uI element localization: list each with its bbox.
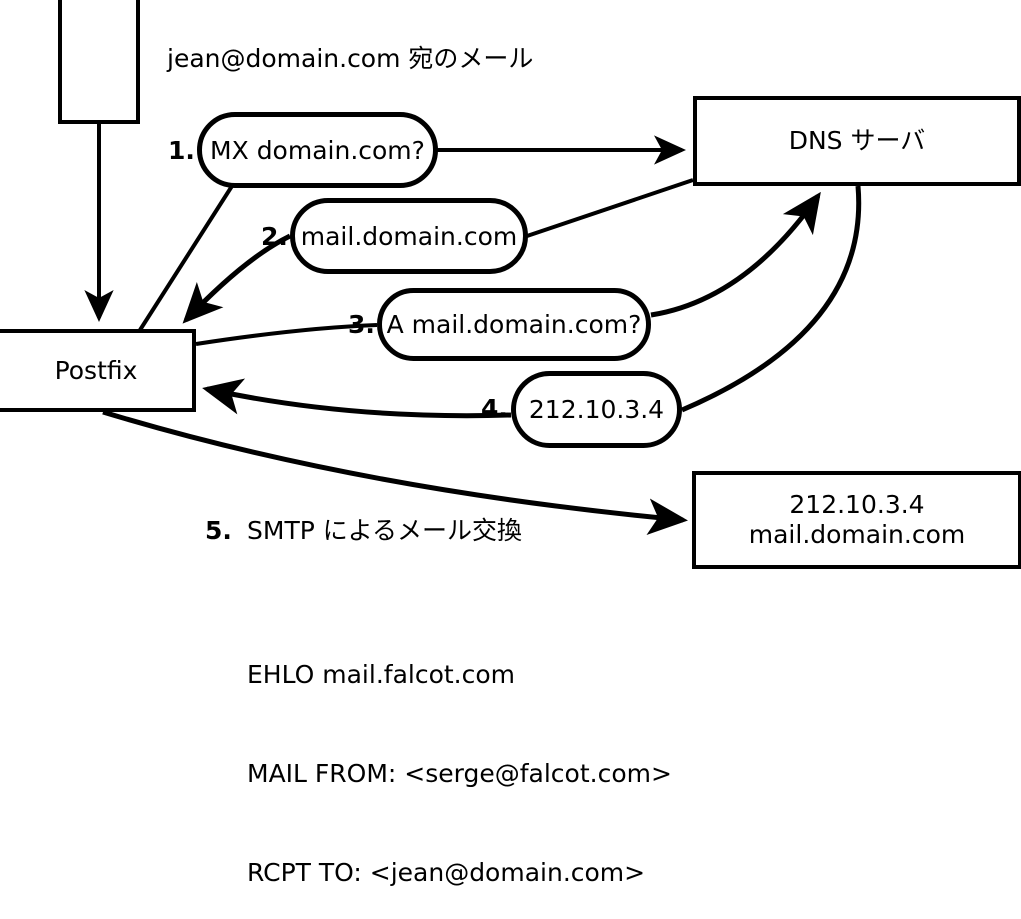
transcript-line-mail-from: MAIL FROM: <serge@falcot.com> <box>247 759 672 788</box>
bubble-step-1[interactable]: MX domain.com? <box>197 112 438 188</box>
mail-destination-caption: jean@domain.com 宛のメール <box>167 44 534 73</box>
bubble-step-4[interactable]: 212.10.3.4 <box>511 371 682 448</box>
connector-step4-to-postfix <box>202 378 512 419</box>
node-target-ip-label: 212.10.3.4 <box>789 490 925 519</box>
connector-dns-to-step2 <box>526 178 694 238</box>
node-dns-server[interactable]: DNS サーバ <box>693 96 1021 186</box>
bubble-step-3-label: A mail.domain.com? <box>386 310 642 339</box>
smtp-transcript: EHLO mail.falcot.com MAIL FROM: <serge@f… <box>247 592 672 919</box>
connector-postfix-to-step3 <box>195 323 378 346</box>
step-number-3: 3. <box>348 310 375 339</box>
step-5-label: SMTP によるメール交換 <box>247 516 522 545</box>
bubble-step-3[interactable]: A mail.domain.com? <box>377 288 651 361</box>
node-dns-server-label: DNS サーバ <box>788 126 926 155</box>
bubble-step-1-label: MX domain.com? <box>210 135 425 165</box>
node-client-box[interactable] <box>58 0 140 124</box>
transcript-line-rcpt-to: RCPT TO: <jean@domain.com> <box>247 858 646 887</box>
step-number-4: 4. <box>481 394 508 423</box>
step-number-2: 2. <box>261 222 288 251</box>
connector-postfix-to-target <box>102 409 688 536</box>
bubble-step-2[interactable]: mail.domain.com <box>290 198 528 274</box>
connector-step3-to-dns <box>650 191 821 318</box>
node-postfix[interactable]: Postfix <box>0 329 196 412</box>
bubble-step-4-label: 212.10.3.4 <box>528 395 665 424</box>
connector-step2-to-postfix <box>182 233 292 324</box>
connector-postfix-to-step1 <box>138 184 234 332</box>
connector-dns-to-step4 <box>681 185 862 413</box>
node-postfix-label: Postfix <box>54 355 138 385</box>
node-target-host-label: mail.domain.com <box>748 520 966 549</box>
bubble-step-2-label: mail.domain.com <box>300 221 518 251</box>
step-number-5: 5. <box>205 516 232 545</box>
node-target-mail-server[interactable]: 212.10.3.4 mail.domain.com <box>692 471 1021 569</box>
step-number-1: 1. <box>168 136 195 165</box>
transcript-line-ehlo: EHLO mail.falcot.com <box>247 660 516 689</box>
